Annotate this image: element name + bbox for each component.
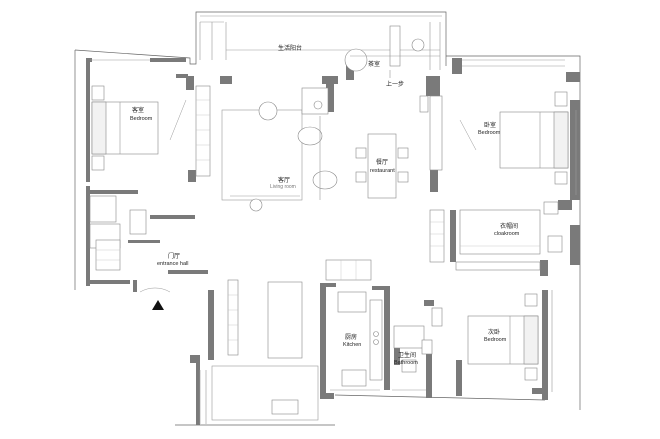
restaurant-label-cn: 餐厅 <box>376 158 388 166</box>
cloakroom-label-en: cloakroom <box>494 231 520 237</box>
right-bedroom-furniture <box>459 91 569 253</box>
living-room-furniture <box>221 87 338 212</box>
bedroom-small-label-en: Bedroom <box>484 337 507 343</box>
bathroom-label-cn: 卫生间 <box>398 351 416 359</box>
bedroom-small-label-cn: 次卧 <box>488 328 500 336</box>
kitchen-label-cn: 厨房 <box>345 333 357 341</box>
living-label-en: Living room <box>270 184 296 190</box>
entrance-arrow-icon <box>152 300 164 310</box>
balcony-label-cn: 生活阳台 <box>278 44 302 52</box>
windows <box>90 21 577 424</box>
entrance-label-cn: 门厅 <box>168 252 180 260</box>
bedroom-right-label-en: Bedroom <box>478 130 501 136</box>
kitchen-label-en: Kitchen <box>343 342 361 348</box>
bathroom-furniture <box>392 325 433 391</box>
tea-room-label-cn: 茶室 <box>368 60 380 68</box>
bedroom-right-label-cn: 卧室 <box>484 121 496 129</box>
cloakroom-label-cn: 衣帽间 <box>500 222 518 230</box>
walls <box>86 58 580 425</box>
room-labels: 生活阳台 茶室 上一步 客室 Bedroom 卧室 Bedroom 客厅 Liv… <box>130 44 520 366</box>
bathroom-label-en: Bathroom <box>394 360 418 366</box>
kitchen-furniture <box>267 281 383 391</box>
restaurant-label-en: restaurant <box>370 168 395 174</box>
bedroom-left-label-cn: 客室 <box>132 106 144 114</box>
bedroom-left-label-en: Bedroom <box>130 116 153 122</box>
bottom-balcony <box>211 365 319 421</box>
left-bedroom-furniture <box>91 85 187 171</box>
dining-furniture <box>355 95 429 199</box>
entrance-label-en: entrance hall <box>157 261 189 267</box>
step-up-label-cn: 上一步 <box>386 80 404 88</box>
living-label-cn: 客厅 <box>278 176 290 184</box>
entrance-furniture <box>95 209 171 310</box>
balcony-area <box>226 25 440 78</box>
small-bedroom-furniture <box>431 293 539 381</box>
partitions <box>89 85 541 356</box>
